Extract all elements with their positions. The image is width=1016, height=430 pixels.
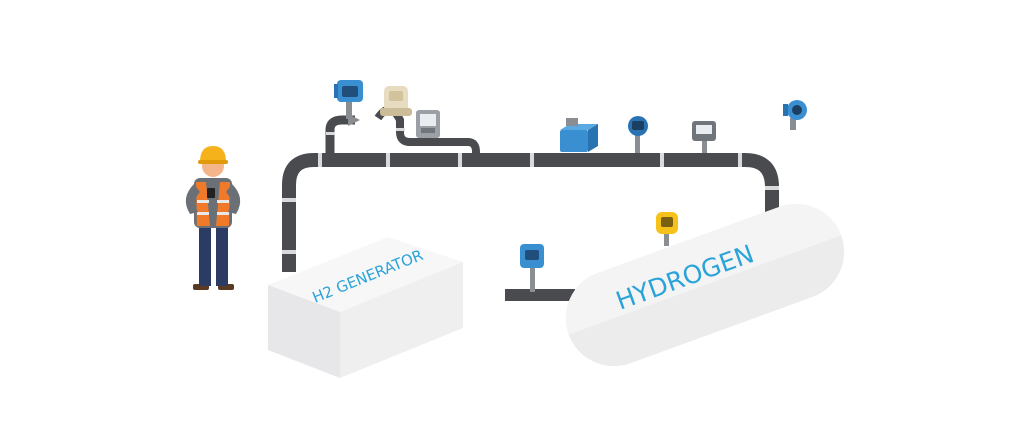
valve-icon xyxy=(348,114,360,126)
pressure-transmitter-icon xyxy=(628,116,648,153)
level-transmitter-icon xyxy=(656,212,678,246)
pressure-transmitter-icon xyxy=(520,244,544,292)
pressure-transmitter-icon xyxy=(783,100,807,130)
flow-meter-icon xyxy=(380,86,412,116)
gauge-icon xyxy=(416,110,440,138)
h2-generator: H2 GENERATOR xyxy=(268,237,463,378)
worker-icon xyxy=(185,146,241,290)
gauge-icon xyxy=(692,121,716,153)
hydrogen-tank: HYDROGEN xyxy=(565,203,845,367)
pipe-couplings xyxy=(282,128,779,254)
control-valve-icon xyxy=(560,118,598,152)
pressure-transmitter-icon xyxy=(334,80,363,119)
